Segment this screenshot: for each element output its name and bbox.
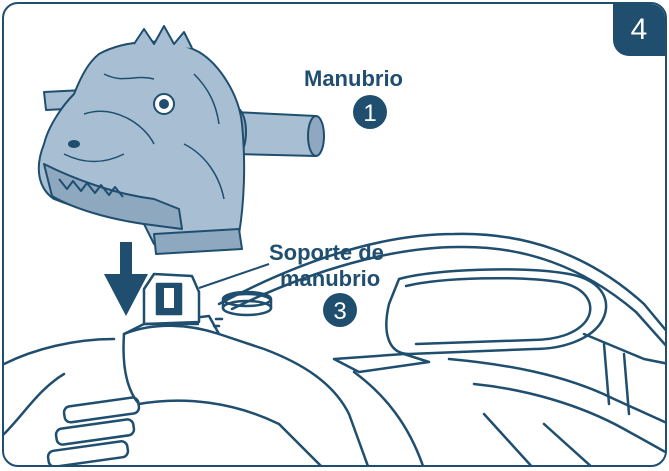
step-number-badge: 4 (613, 4, 665, 56)
down-arrow-icon (104, 242, 148, 316)
handlebar-label: Manubrio (304, 66, 403, 91)
illustration: Manubrio 1 Soporte de manubrio 3 (4, 25, 665, 465)
leader-line (198, 263, 270, 289)
support-label-line2: manubrio (280, 266, 380, 291)
step-1-number: 1 (363, 100, 376, 127)
callout-handlebar: Manubrio 1 (304, 66, 403, 129)
handlebar-support-post (142, 272, 201, 326)
step-1-badge (353, 95, 387, 129)
callout-handlebar-support: Soporte de manubrio 3 (198, 240, 384, 327)
support-label-line1: Soporte de (269, 240, 384, 265)
ride-on-body-illustration (4, 232, 665, 465)
step-3-number: 3 (333, 298, 346, 325)
step-3-badge (323, 293, 357, 327)
dinosaur-head-handlebar-icon (37, 25, 325, 255)
vent-slots (46, 396, 141, 465)
